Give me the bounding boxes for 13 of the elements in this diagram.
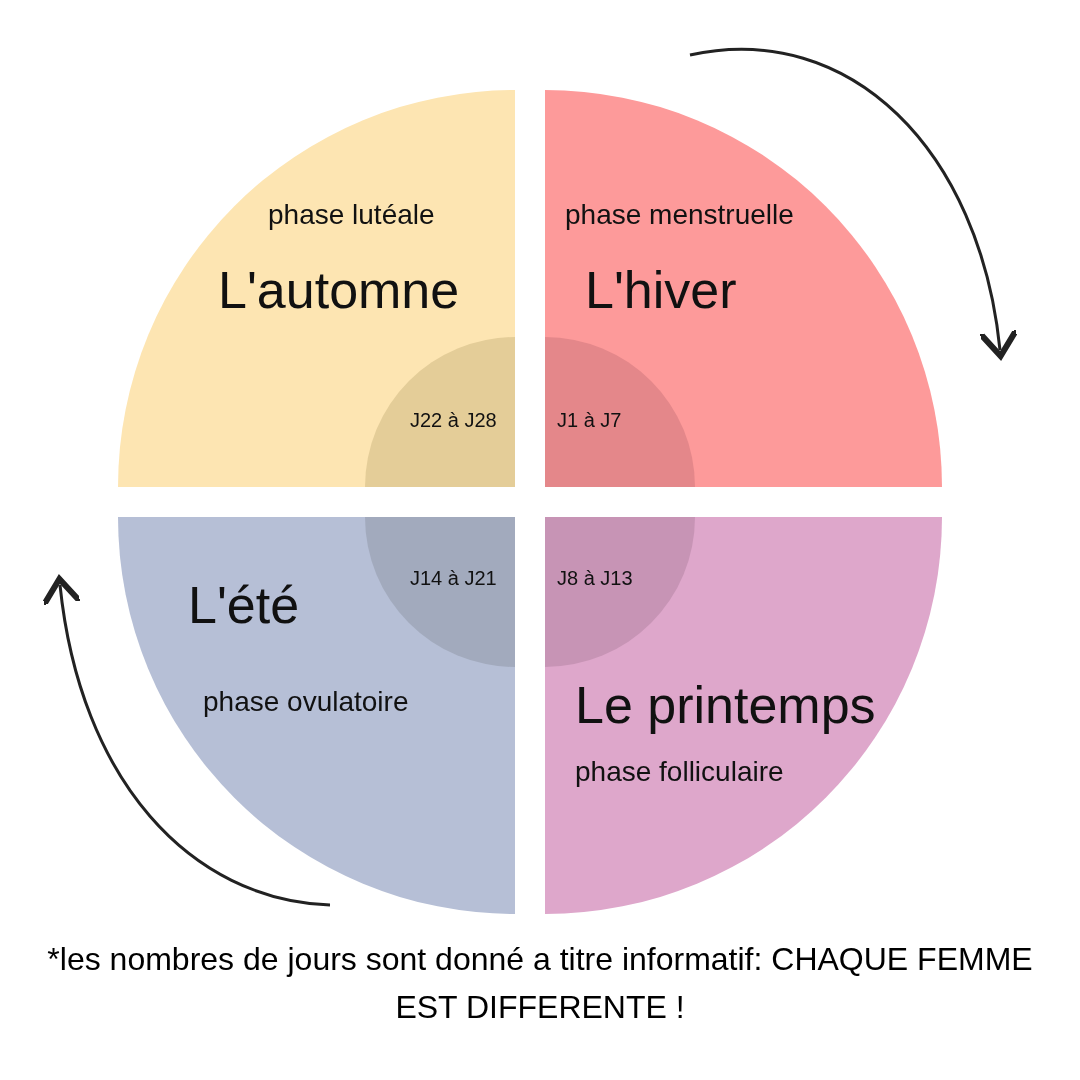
day-range: J14 à J21 bbox=[410, 567, 497, 589]
season-name: Le printemps bbox=[575, 677, 876, 735]
phase-name: phase ovulatoire bbox=[203, 687, 409, 718]
season-name: L'automne bbox=[218, 262, 460, 320]
day-range: J1 à J7 bbox=[557, 409, 622, 431]
phase-name: phase menstruelle bbox=[565, 200, 794, 231]
season-name: L'hiver bbox=[585, 262, 737, 320]
season-name: L'été bbox=[188, 577, 300, 635]
phase-name: phase lutéale bbox=[268, 200, 435, 231]
day-range: J22 à J28 bbox=[410, 409, 497, 431]
day-range: J8 à J13 bbox=[557, 567, 633, 589]
caption: *les nombres de jours sont donné a titre informatif: CHAQUE FEMME EST DIFFERENTE ! bbox=[46, 940, 1034, 1027]
phase-name: phase folliculaire bbox=[575, 757, 784, 788]
